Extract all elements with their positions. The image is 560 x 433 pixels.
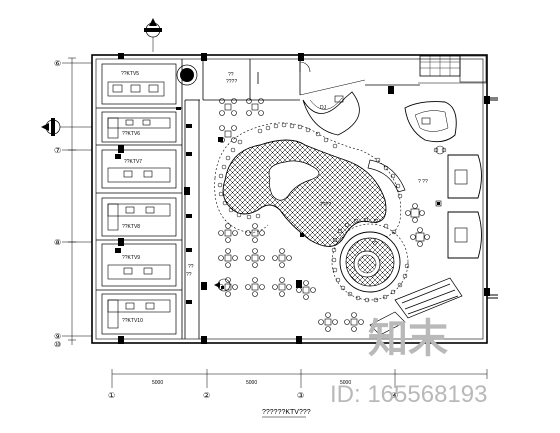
- top-room-label: ??: [228, 72, 234, 78]
- axis-left-2: ⑦: [54, 146, 61, 155]
- corridor-label: ??: [188, 264, 194, 270]
- ktv-room-7: ??KTV7: [101, 149, 177, 189]
- room-label-ktv8: ??KTV8: [122, 224, 140, 230]
- structural-columns: [118, 53, 490, 344]
- corridor-label-bottom: ??: [186, 272, 192, 278]
- lounge-tables: [218, 98, 421, 332]
- bottom-dimension: [111, 369, 488, 388]
- dj-label: DJ: [320, 105, 327, 111]
- stage-seating: [217, 122, 410, 303]
- diagonal-booth: [369, 277, 463, 336]
- bar-label: ? ??: [418, 179, 428, 185]
- watermark-logo: 知末: [368, 317, 448, 361]
- ktv-room-9: ??KTV9: [101, 243, 177, 287]
- axis-left-5: ⑩: [54, 340, 61, 349]
- dim-bottom-2: 5000: [246, 380, 257, 386]
- right-bar-area: ? ??: [365, 55, 488, 259]
- axis-bottom-4: ④: [391, 391, 398, 400]
- axis-bottom-2: ②: [203, 391, 210, 400]
- right-table-clusters: [405, 203, 430, 247]
- axis-left-4: ⑨: [54, 332, 61, 341]
- section-marker-top: [144, 18, 162, 52]
- room-label-ktv6: ??KTV6: [122, 131, 140, 137]
- outer-walls: [91, 54, 498, 344]
- dance-floor: ????: [214, 122, 402, 247]
- ktv-room-5: ??KTV5: [101, 63, 177, 105]
- room-label-ktv9: ??KTV9: [122, 255, 140, 261]
- section-marker-center: [214, 278, 231, 292]
- ktv-room-6: ??KTV6: [101, 111, 177, 143]
- round-stage: ??: [331, 223, 409, 301]
- watermark-id: ID: 165568193: [330, 381, 487, 408]
- axis-left-1: ⑥: [54, 59, 61, 68]
- dj-booth: DJ: [299, 79, 366, 136]
- ktv-room-8: ??KTV8: [101, 197, 177, 237]
- left-axis-bubbles: ⑥ ⑦ ⑧ ⑨ ⑩: [54, 59, 61, 349]
- room-label-ktv10: ??KTV10: [122, 318, 143, 324]
- dance-floor-label: ????: [320, 202, 331, 208]
- axis-bottom-3: ③: [297, 391, 304, 400]
- ktv-room-10: ??KTV10: [101, 293, 177, 335]
- equipment-markers: [176, 107, 304, 304]
- curved-sofa: [367, 159, 406, 193]
- axis-bottom-1: ①: [108, 391, 115, 400]
- drawing-title: ??????KTV???: [262, 409, 311, 416]
- top-rooms: ?? ????: [176, 61, 311, 86]
- room-label-ktv5: ??KTV5: [121, 71, 139, 77]
- left-dimension: [62, 57, 92, 345]
- room-label-ktv7: ??KTV7: [124, 159, 142, 165]
- top-room-sublabel: ????: [226, 79, 237, 85]
- axis-left-3: ⑧: [54, 238, 61, 247]
- stage-label: ??: [372, 241, 378, 247]
- section-marker-left: [41, 118, 92, 136]
- dim-bottom-1: 5000: [152, 380, 163, 386]
- dim-bottom-3: 5000: [340, 380, 351, 386]
